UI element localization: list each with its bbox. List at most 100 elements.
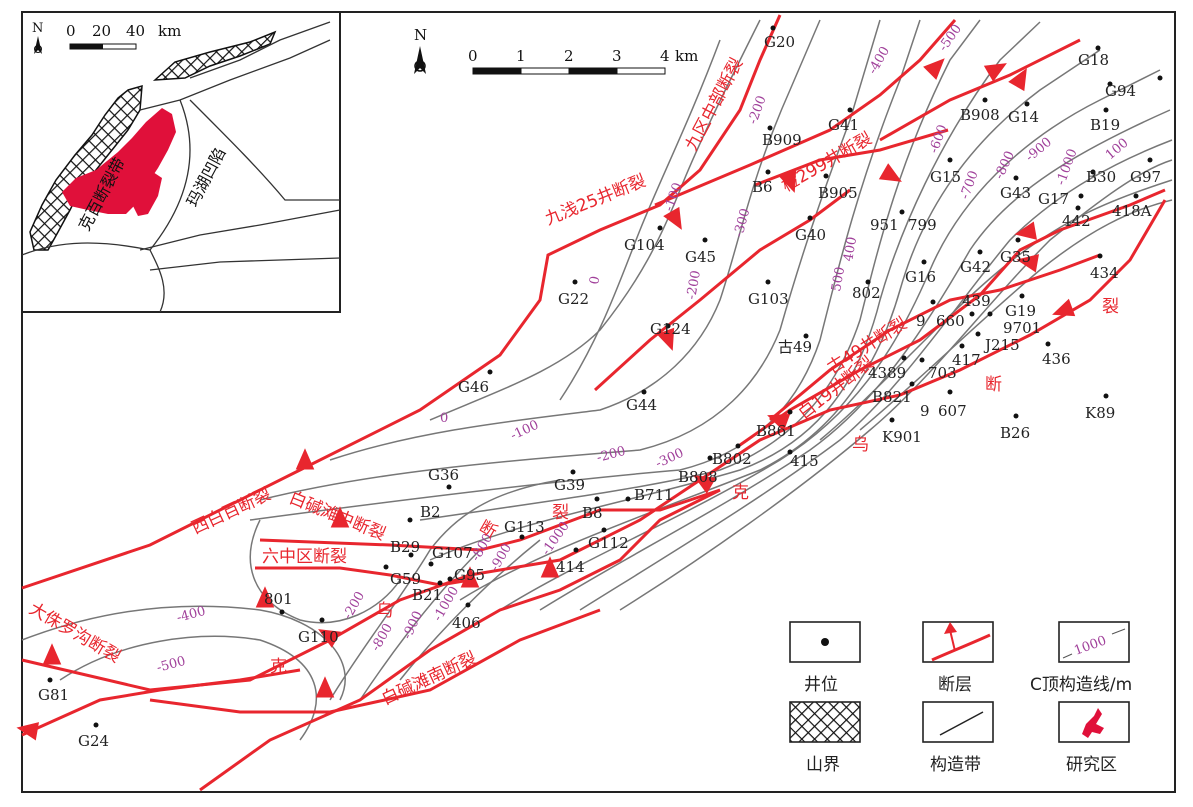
inset-scale-unit: km [158,22,181,40]
contour-line [429,19,761,421]
well-label: G45 [685,248,716,266]
inset-scale-tick: 40 [126,22,145,40]
fault-dip-arrow [295,448,315,470]
contour-line [329,479,561,701]
well-marker [975,331,981,337]
contour-line [329,19,821,461]
well-label: G18 [1078,51,1109,69]
well-label: 415 [790,452,819,470]
scale-tick: 4 [660,47,670,65]
inset-north-arrow: N [32,21,43,54]
well-label: B6 [752,178,773,196]
fault-dip-arrow [1014,221,1037,240]
well-label: 660 [936,312,965,330]
legend: 井位 断层 1000 C顶构造线/m 山界 构造带 研究区 [789,621,1132,775]
well-marker [383,564,389,570]
fault-dip-arrow [315,676,335,698]
fault-dip-arrow [42,643,62,665]
well-marker [408,552,414,558]
well-marker [947,389,953,395]
fault-dip-arrow [1008,68,1027,92]
fault-dip-arrow [778,169,797,193]
contour-line [359,549,481,701]
well-marker [279,609,285,615]
contour-line [819,179,1173,441]
well-label: 801 [264,590,293,608]
study-area [132,170,162,216]
well-label: B808 [678,468,718,486]
contour-label: -400 [175,604,207,626]
contour-line [59,635,318,741]
fault-line [259,488,721,552]
contour-line [259,19,881,501]
well-marker [1019,293,1025,299]
well-label: B861 [756,422,796,440]
well-marker [1024,101,1030,107]
well-label: 951 [870,216,899,234]
well-marker [319,617,325,623]
contour-label: 400 [841,236,860,263]
scale-tick: 0 [468,47,478,65]
fault-line [739,188,1166,447]
well-label: G42 [960,258,991,276]
well-label: G103 [748,290,789,308]
scale-unit: km [675,47,698,65]
well-marker [1015,237,1021,243]
well-marker [625,496,631,502]
fault-line [255,566,471,587]
well-label: 4389 [868,364,906,382]
well-marker [641,389,647,395]
legend-contour-label: C顶构造线/m [1030,675,1132,695]
well-label: 703 [928,364,957,382]
well-label: G95 [454,566,485,584]
mountain-boundary [29,84,143,251]
mountain-boundary [152,30,277,81]
contour-label: -200 [595,444,627,466]
well-label: G14 [1008,108,1039,126]
well-label: G15 [930,168,961,186]
well-label: 417 [952,351,981,369]
well-marker [1147,157,1153,163]
well-label: G41 [828,116,859,134]
legend-mountain-label: 山界 [806,755,840,775]
well-marker [573,547,579,553]
well-marker [446,484,452,490]
well-label: J215 [983,336,1020,354]
well-label: 418A [1112,202,1152,220]
well-label: G35 [1000,248,1031,266]
legend-belt-label: 构造带 [930,755,981,775]
well-label: 802 [852,284,881,302]
well-marker [707,455,713,461]
well-label: 434 [1090,264,1119,282]
well-label: G59 [390,570,421,588]
well-marker [921,259,927,265]
inset-scale-bar: 0 20 40 km [66,22,181,50]
well-marker [447,576,453,582]
well-marker [969,311,975,317]
well-marker [601,527,607,533]
north-label: N [414,26,427,44]
well-symbol [821,638,829,646]
well-label: B905 [818,184,858,202]
well-label: B821 [872,388,912,406]
well-label: G107 [432,544,473,562]
well-label: G124 [650,320,691,338]
fault-dip-arrow [923,58,945,80]
well-marker [787,409,793,415]
well-label: 442 [1062,212,1091,230]
contour-line [579,139,1173,611]
well-marker [1013,175,1019,181]
legend-study-area-label: 研究区 [1066,755,1117,775]
well-marker [657,225,663,231]
well-label: G94 [1105,82,1136,100]
well-marker [909,381,915,387]
scale-tick: 1 [516,47,526,65]
contour-line [559,39,721,401]
well-label: G112 [588,534,629,552]
well-marker [823,173,829,179]
fault-name-label: 裂 [552,503,569,523]
fault-line [654,19,957,207]
contour-line [459,49,1101,601]
fault-name-label: 乌 [376,601,393,621]
